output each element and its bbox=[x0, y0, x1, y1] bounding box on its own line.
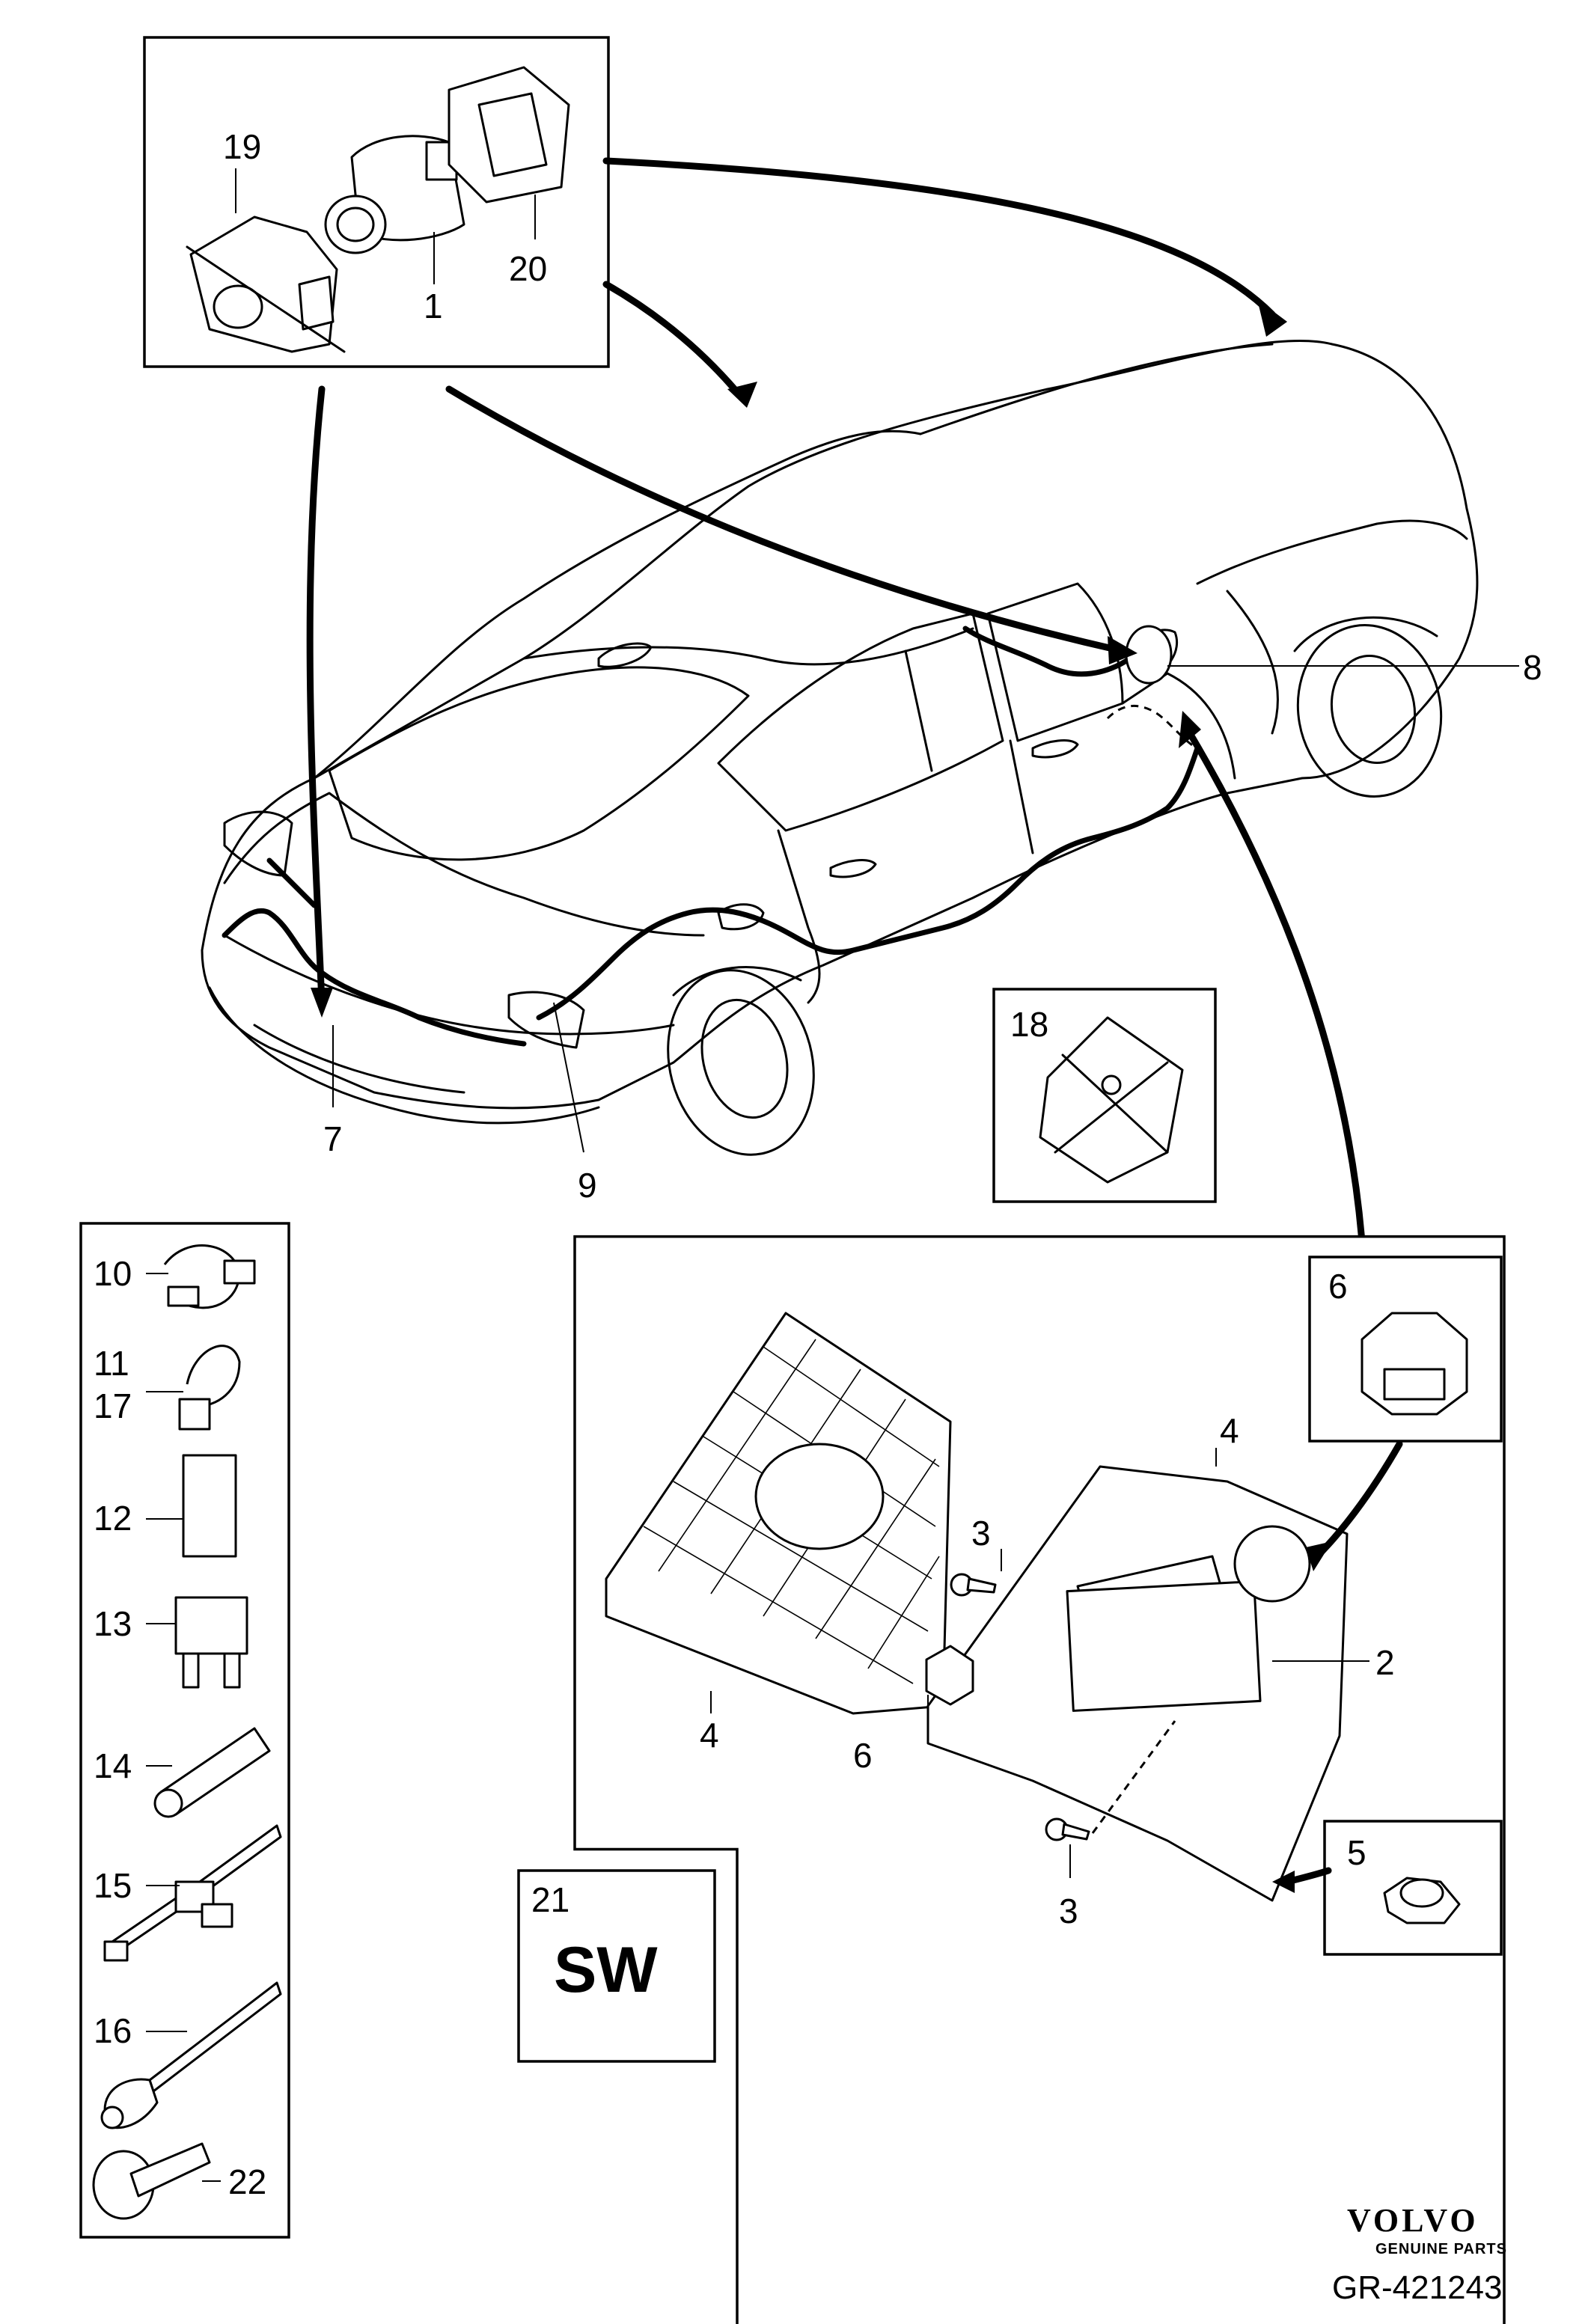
callout-4-panel: 4 bbox=[700, 1716, 719, 1755]
callout-1: 1 bbox=[424, 287, 443, 325]
callout-6-nut: 6 bbox=[853, 1736, 873, 1775]
callout-19: 19 bbox=[223, 127, 261, 166]
camera-parts-box bbox=[143, 36, 610, 368]
callout-11: 11 bbox=[94, 1344, 129, 1383]
callout-22: 22 bbox=[228, 2162, 266, 2201]
callout-14: 14 bbox=[94, 1746, 132, 1785]
item-5-box bbox=[1272, 1820, 1503, 1956]
callout-2: 2 bbox=[1375, 1643, 1395, 1682]
control-module-box bbox=[573, 1235, 1506, 2324]
software-box bbox=[517, 1869, 716, 2063]
callout-16: 16 bbox=[94, 2011, 132, 2050]
callout-3-lower: 3 bbox=[1059, 1892, 1078, 1930]
callout-13: 13 bbox=[94, 1604, 132, 1643]
callout-21: 21 bbox=[531, 1880, 569, 1919]
item-18-box bbox=[992, 988, 1217, 1203]
brand-tagline: GENUINE PARTS bbox=[1375, 2241, 1507, 2257]
software-label: SW bbox=[554, 1934, 658, 2006]
callout-20: 20 bbox=[509, 249, 547, 288]
callout-8: 8 bbox=[1523, 648, 1542, 687]
callout-6-inset: 6 bbox=[1328, 1267, 1348, 1306]
callout-10: 10 bbox=[94, 1254, 132, 1293]
pointer-arrows bbox=[306, 157, 1366, 1246]
callout-7: 7 bbox=[323, 1119, 343, 1158]
callout-5: 5 bbox=[1347, 1833, 1366, 1872]
callout-15: 15 bbox=[94, 1866, 132, 1905]
callout-4-bracket: 4 bbox=[1220, 1411, 1239, 1450]
callout-18: 18 bbox=[1010, 1005, 1048, 1044]
callout-3-upper: 3 bbox=[971, 1514, 991, 1553]
callout-9: 9 bbox=[578, 1166, 597, 1205]
brand-name: VOLVO bbox=[1347, 2202, 1479, 2239]
callout-12: 12 bbox=[94, 1499, 132, 1538]
car-illustration bbox=[201, 339, 1479, 1156]
clips-column bbox=[79, 1222, 290, 2239]
reference-number: GR-421243 bbox=[1332, 2269, 1502, 2306]
item-6-box bbox=[1306, 1256, 1503, 1571]
callout-17: 17 bbox=[94, 1386, 132, 1425]
